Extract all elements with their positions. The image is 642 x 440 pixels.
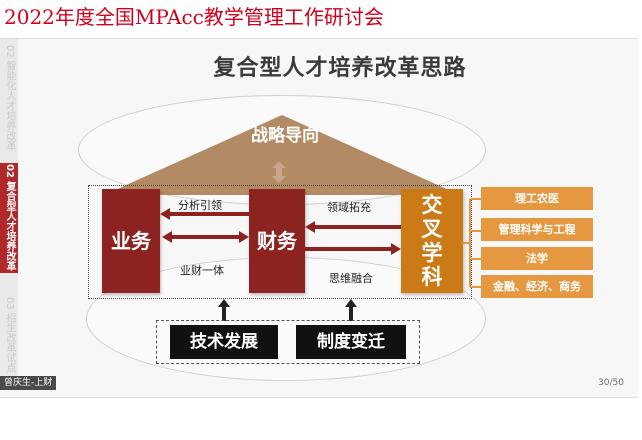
arrow-left-mid-icon (305, 221, 401, 233)
arrow-label-guide: 分析引领 (178, 199, 222, 212)
arrow-label-fusion: 思维融合 (329, 272, 373, 285)
slide-title: 复合型人才培养改革思路 (213, 56, 467, 81)
double-arrow-icon (162, 231, 249, 243)
foundation-frame (156, 320, 420, 364)
slide-canvas: 02 智能化人才培养改革 02 复合型人才培养改革 03 招生改革试点 复合型人… (0, 38, 638, 398)
updown-arrow-icon (272, 161, 286, 183)
relation-arrows (160, 208, 401, 255)
side-nav-item-composite[interactable]: 02 复合型人才培养改革 (0, 163, 18, 273)
page-header-title: 2022年度全国MPAcc教学管理工作研讨会 (4, 5, 384, 29)
side-nav: 02 智能化人才培养改革 02 复合型人才培养改革 03 招生改革试点 (0, 39, 18, 376)
core-frame (88, 185, 472, 299)
roof-label: 战略导向 (251, 126, 319, 146)
pillar-cross-label: 交叉学科 (421, 193, 443, 289)
pillar-finance: 财务 (249, 189, 305, 293)
discipline-tag: 理工农医 (481, 187, 593, 210)
discipline-tag: 法学 (481, 247, 593, 270)
arrow-label-integration: 业财一体 (180, 264, 224, 277)
discipline-tag: 金融、经济、商务 (481, 275, 593, 298)
up-arrow-icon (218, 299, 230, 321)
strategy-roof (104, 115, 460, 195)
discipline-tag: 管理科学与工程 (481, 218, 593, 241)
slide-page-number: 30/50 (598, 378, 624, 388)
side-nav-item-admission[interactable]: 03 招生改革试点 (4, 297, 15, 373)
up-arrow-icon (345, 299, 357, 321)
pillar-cross-discipline: 交叉学科 (401, 189, 463, 293)
arrow-label-expand: 领域拓充 (327, 201, 371, 214)
arrow-left-top-icon (160, 208, 249, 220)
foundation-tech: 技术发展 (170, 325, 278, 359)
discipline-bracket (462, 198, 482, 288)
arrow-right-bottom-icon (305, 243, 401, 255)
presenter-label: 曾庆生-上财 (0, 376, 57, 390)
foundation-institution: 制度变迁 (296, 325, 406, 359)
pillar-business: 业务 (102, 189, 160, 293)
side-nav-item-intelligent[interactable]: 02 智能化人才培养改革 (4, 45, 15, 151)
